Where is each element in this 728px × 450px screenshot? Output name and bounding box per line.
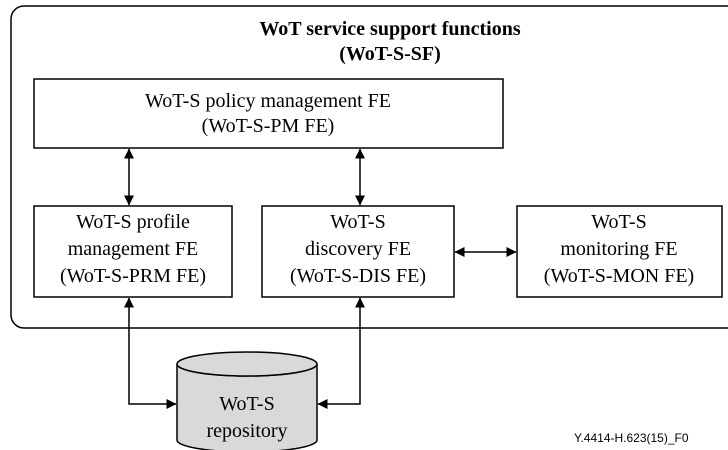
container-subtitle: (WoT-S-SF): [339, 43, 441, 65]
profile-fe-line3: (WoT-S-PRM FE): [60, 265, 206, 287]
arrow-discovery-repository: [317, 297, 365, 409]
monitoring-fe-line3: (WoT-S-MON FE): [544, 265, 694, 287]
container-title: WoT service support functions: [259, 18, 521, 40]
profile-fe-line2: management FE: [68, 238, 199, 260]
monitoring-fe-line2: monitoring FE: [560, 238, 677, 260]
service-support-functions-container: WoT service support functions (WoT-S-SF): [10, 5, 728, 329]
arrow-profile-repository: [124, 297, 177, 409]
repository-label-line1: WoT-S: [219, 393, 274, 415]
figure-code: Y.4414-H.623(15)_F0: [574, 431, 689, 445]
policy-management-fe-code: (WoT-S-PM FE): [202, 115, 335, 137]
repository-cylinder: WoT-S repository: [176, 351, 318, 450]
repository-label-line2: repository: [206, 420, 287, 442]
profile-fe-line1: WoT-S profile: [76, 211, 190, 233]
policy-management-fe-name: WoT-S policy management FE: [145, 90, 391, 112]
discovery-fe-line3: (WoT-S-DIS FE): [290, 265, 426, 287]
profile-management-fe-box: WoT-S profile management FE (WoT-S-PRM F…: [33, 205, 233, 298]
discovery-fe-box: WoT-S discovery FE (WoT-S-DIS FE): [261, 205, 455, 298]
repository-top: [176, 351, 318, 377]
discovery-fe-line2: discovery FE: [305, 238, 411, 260]
monitoring-fe-line1: WoT-S: [591, 211, 646, 233]
discovery-fe-line1: WoT-S: [330, 211, 385, 233]
monitoring-fe-box: WoT-S monitoring FE (WoT-S-MON FE): [516, 205, 723, 298]
policy-management-fe-box: WoT-S policy management FE (WoT-S-PM FE): [33, 78, 504, 149]
